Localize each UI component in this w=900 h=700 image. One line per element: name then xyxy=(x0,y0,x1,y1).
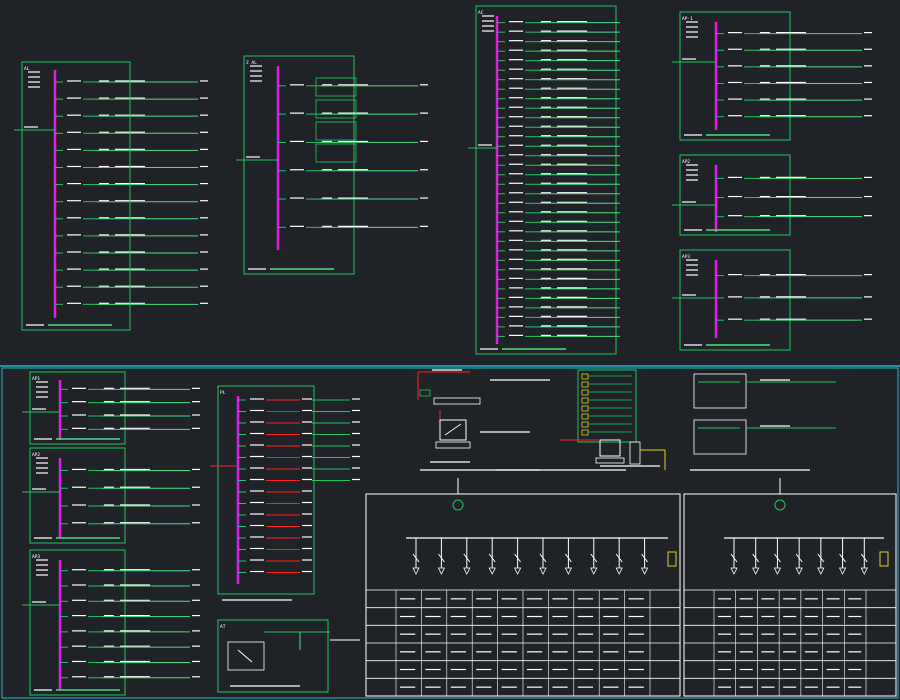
panel-frame xyxy=(679,154,791,236)
breaker-symbol xyxy=(565,553,572,563)
arrow-symbol xyxy=(615,567,623,575)
rcd-box xyxy=(315,99,357,119)
arrow-symbol xyxy=(488,567,496,575)
arrow-symbol xyxy=(590,567,598,575)
ctrl-box xyxy=(693,419,747,455)
arrow-symbol xyxy=(730,567,738,575)
panel-title-ap2b: AP2 xyxy=(32,452,40,458)
arrow-symbol xyxy=(463,567,471,575)
transformer xyxy=(452,499,464,511)
switchgear-frame xyxy=(683,493,897,697)
breaker-symbol xyxy=(488,553,496,563)
rcd-box xyxy=(315,121,357,141)
panel-frame xyxy=(475,5,617,355)
panel-frame xyxy=(29,447,126,544)
panel-frame xyxy=(29,549,126,696)
cabinet-frame xyxy=(577,369,637,443)
panel-title-ap2: AP2 xyxy=(682,159,690,165)
arrow-symbol xyxy=(513,567,522,575)
ctrl-box xyxy=(693,373,747,409)
arrow-symbol xyxy=(640,567,649,575)
monitor xyxy=(439,419,467,441)
arrow-symbol xyxy=(773,567,782,575)
breaker-symbol xyxy=(615,553,623,563)
panel-title-ap-1: AP-1 xyxy=(682,16,693,22)
rack-port xyxy=(581,373,589,380)
breaker-symbol xyxy=(817,553,825,563)
panel-frame-al xyxy=(21,61,131,331)
panel-frame xyxy=(679,249,791,351)
ats-switch xyxy=(237,649,253,663)
breaker-symbol xyxy=(412,553,420,563)
arrow-symbol xyxy=(838,567,847,575)
panel-title-zal: Z AL xyxy=(246,60,257,66)
arrow-symbol xyxy=(817,567,825,575)
arrow-symbol xyxy=(860,567,868,575)
breaker-symbol xyxy=(463,553,471,563)
breaker-symbol xyxy=(514,553,521,563)
monitor-glare xyxy=(444,423,462,436)
breaker-symbol xyxy=(839,553,846,563)
keyboard xyxy=(435,441,471,449)
breaker-symbol xyxy=(641,553,648,563)
arrow-symbol xyxy=(412,567,420,575)
capacitor xyxy=(879,551,889,567)
panel-title-ap1b: AP1 xyxy=(32,376,40,382)
arrow-symbol xyxy=(752,567,760,575)
transformer xyxy=(774,499,786,511)
breaker-symbol xyxy=(795,553,803,563)
panel-title-ap3b: AP3 xyxy=(32,554,40,560)
rcd-box xyxy=(315,143,357,163)
rack-port xyxy=(581,389,589,396)
breaker-symbol xyxy=(860,553,868,563)
pc-tower xyxy=(629,441,641,465)
breaker-symbol xyxy=(774,553,781,563)
panel-frame xyxy=(679,11,791,141)
rcd-box xyxy=(315,77,357,97)
ats-box xyxy=(227,641,265,671)
breaker-symbol xyxy=(752,553,760,563)
lower-section-frame xyxy=(1,367,899,699)
arrow-symbol xyxy=(437,567,446,575)
rack-port xyxy=(581,397,589,404)
panel-title-at: AT xyxy=(220,624,226,630)
rack-port xyxy=(581,413,589,420)
keyboard xyxy=(595,457,625,464)
arrow-symbol xyxy=(564,567,573,575)
breaker-symbol xyxy=(437,553,445,563)
breaker-symbol xyxy=(590,553,598,563)
rack-port xyxy=(581,429,589,436)
panel-title-ap3: AP3 xyxy=(682,254,690,260)
panel-frame xyxy=(243,55,355,275)
monitor xyxy=(599,439,621,457)
panel-frame-at xyxy=(217,619,329,693)
panel-frame xyxy=(29,371,126,445)
breaker-symbol xyxy=(730,553,738,563)
panel-frame xyxy=(21,61,131,331)
arrow-symbol xyxy=(539,567,547,575)
device xyxy=(419,389,431,397)
panel-frame-pl xyxy=(217,385,315,595)
breaker-symbol xyxy=(539,553,547,563)
panel-title-al: AL xyxy=(24,66,30,72)
switch-device xyxy=(433,397,481,405)
panel-title-ac: AC xyxy=(478,10,484,16)
arrow-symbol xyxy=(795,567,803,575)
capacitor xyxy=(667,551,677,567)
rack-port xyxy=(581,405,589,412)
rack-port xyxy=(581,421,589,428)
panel-title-pl: PL xyxy=(220,390,226,396)
rack-port xyxy=(581,381,589,388)
